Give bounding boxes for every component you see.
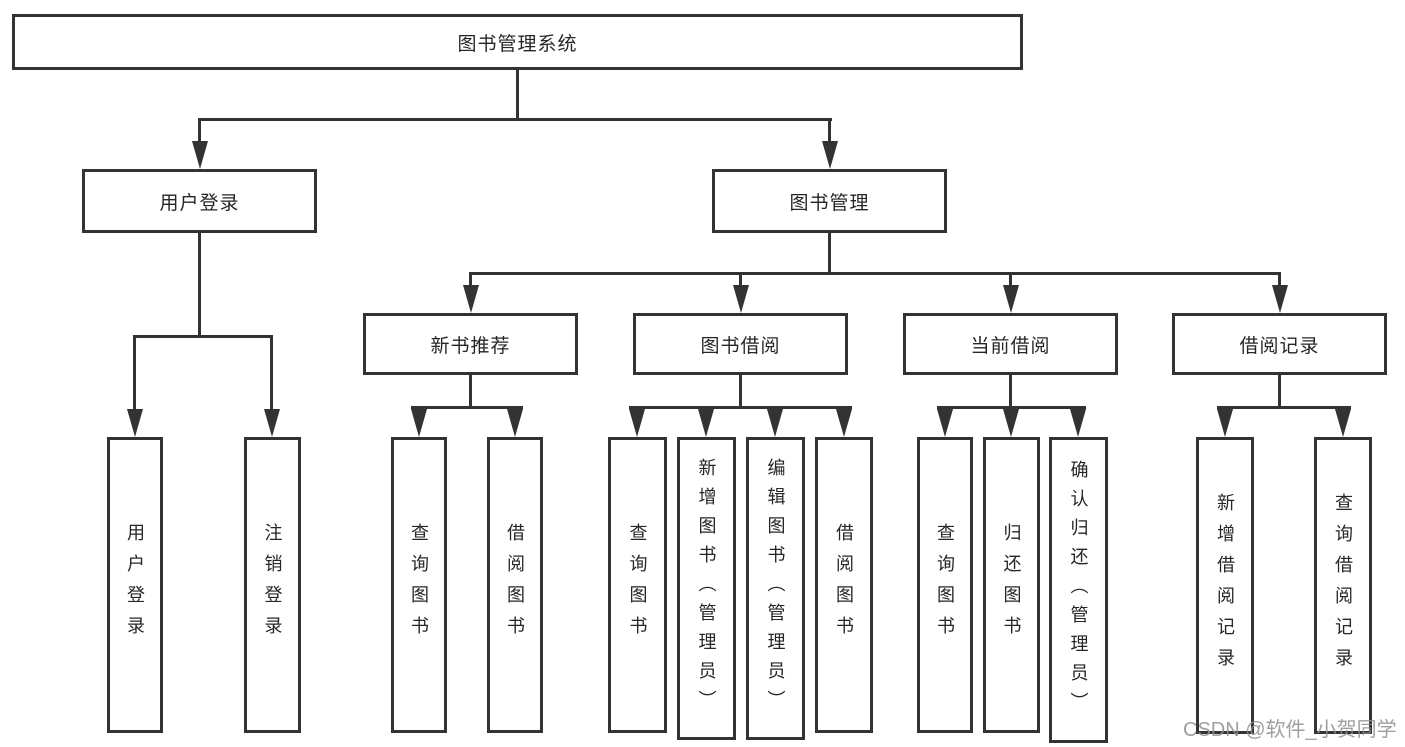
node-new-book-recommend: 新书推荐 bbox=[363, 313, 578, 375]
leaf-borrow-edit-admin: 编辑图书（管理员） bbox=[746, 437, 805, 740]
arrow-down-icon bbox=[463, 285, 479, 313]
arrow-down-icon bbox=[1003, 409, 1019, 437]
node-root-label: 图书管理系统 bbox=[457, 33, 578, 55]
leaf-records-add: 新增借阅记录 bbox=[1196, 437, 1254, 734]
connector-level1-horizontal bbox=[198, 118, 832, 121]
connector-stem-currentborrow bbox=[1009, 375, 1012, 409]
connector-newbook-horizontal bbox=[411, 406, 523, 409]
arrow-down-icon bbox=[1217, 409, 1233, 437]
node-book-borrow-label: 图书借阅 bbox=[700, 335, 781, 357]
connector-drop-leaf-logout bbox=[270, 335, 273, 411]
leaf-records-query: 查询借阅记录 bbox=[1314, 437, 1372, 734]
leaf-newbook-borrow-label: 借阅图书 bbox=[505, 523, 525, 647]
arrow-down-icon bbox=[1335, 409, 1351, 437]
connector-stem-records bbox=[1278, 375, 1281, 409]
node-borrow-records-label: 借阅记录 bbox=[1239, 335, 1320, 357]
connector-stem-book-mgmt bbox=[828, 233, 831, 274]
arrow-down-icon bbox=[1070, 409, 1086, 437]
leaf-user-login-label: 用户登录 bbox=[125, 523, 145, 647]
node-book-management-label: 图书管理 bbox=[789, 192, 870, 214]
leaf-borrow-query: 查询图书 bbox=[608, 437, 667, 733]
leaf-logout-label: 注销登录 bbox=[262, 523, 283, 647]
arrow-down-icon bbox=[127, 409, 143, 437]
node-root: 图书管理系统 bbox=[12, 14, 1023, 70]
node-book-borrow: 图书借阅 bbox=[633, 313, 848, 375]
arrow-down-icon bbox=[264, 409, 280, 437]
connector-drop-currentborrow bbox=[1009, 272, 1012, 291]
node-user-login-label: 用户登录 bbox=[159, 192, 240, 214]
leaf-records-add-label: 新增借阅记录 bbox=[1215, 492, 1235, 679]
arrow-down-icon bbox=[937, 409, 953, 437]
connector-user-login-horizontal bbox=[133, 335, 273, 338]
leaf-borrow-add-admin-label: 新增图书（管理员） bbox=[696, 458, 717, 719]
connector-root-trunk bbox=[516, 70, 519, 118]
arrow-down-icon bbox=[698, 409, 714, 437]
leaf-borrow-add-admin: 新增图书（管理员） bbox=[677, 437, 736, 740]
leaf-current-query: 查询图书 bbox=[917, 437, 973, 733]
connector-stem-newbook bbox=[469, 375, 472, 409]
leaf-borrow-borrow: 借阅图书 bbox=[815, 437, 873, 733]
arrow-down-icon bbox=[507, 409, 523, 437]
leaf-newbook-borrow: 借阅图书 bbox=[487, 437, 543, 733]
leaf-newbook-query: 查询图书 bbox=[391, 437, 447, 733]
connector-drop-user-login bbox=[198, 118, 201, 148]
connector-drop-bookborrow bbox=[739, 272, 742, 291]
leaf-current-return: 归还图书 bbox=[983, 437, 1040, 733]
leaf-current-confirm-admin-label: 确认归还（管理员） bbox=[1068, 459, 1089, 721]
arrow-down-icon bbox=[1272, 285, 1288, 313]
node-current-borrow-label: 当前借阅 bbox=[970, 335, 1051, 357]
leaf-records-query-label: 查询借阅记录 bbox=[1333, 492, 1353, 679]
leaf-current-query-label: 查询图书 bbox=[935, 523, 955, 647]
leaf-borrow-query-label: 查询图书 bbox=[627, 523, 648, 647]
leaf-borrow-edit-admin-label: 编辑图书（管理员） bbox=[765, 458, 786, 719]
connector-records-horizontal bbox=[1217, 406, 1351, 409]
leaf-current-return-label: 归还图书 bbox=[1001, 523, 1022, 647]
leaf-borrow-borrow-label: 借阅图书 bbox=[834, 523, 854, 647]
connector-currentborrow-horizontal bbox=[937, 406, 1086, 409]
connector-drop-leaf-login bbox=[133, 335, 136, 411]
connector-level2-horizontal bbox=[469, 272, 1281, 275]
arrow-down-icon bbox=[411, 409, 427, 437]
arrow-down-icon bbox=[767, 409, 783, 437]
connector-drop-book-mgmt bbox=[828, 118, 831, 148]
connector-drop-newbook bbox=[469, 272, 472, 291]
connector-stem-bookborrow bbox=[739, 375, 742, 409]
arrow-down-icon bbox=[733, 285, 749, 313]
arrow-down-icon bbox=[629, 409, 645, 437]
connector-bookborrow-horizontal bbox=[629, 406, 852, 409]
arrow-down-icon bbox=[192, 141, 208, 169]
connector-drop-records bbox=[1278, 272, 1281, 291]
node-book-management: 图书管理 bbox=[712, 169, 947, 233]
leaf-newbook-query-label: 查询图书 bbox=[409, 523, 429, 647]
leaf-logout: 注销登录 bbox=[244, 437, 301, 733]
csdn-watermark: CSDN @软件_小贺同学 bbox=[1183, 719, 1397, 741]
node-new-book-recommend-label: 新书推荐 bbox=[430, 335, 511, 357]
leaf-current-confirm-admin: 确认归还（管理员） bbox=[1049, 437, 1108, 743]
arrow-down-icon bbox=[1003, 285, 1019, 313]
connector-stem-user-login bbox=[198, 233, 201, 335]
arrow-down-icon bbox=[836, 409, 852, 437]
node-current-borrow: 当前借阅 bbox=[903, 313, 1118, 375]
node-borrow-records: 借阅记录 bbox=[1172, 313, 1387, 375]
arrow-down-icon bbox=[822, 141, 838, 169]
node-user-login: 用户登录 bbox=[82, 169, 317, 233]
leaf-user-login: 用户登录 bbox=[107, 437, 163, 733]
